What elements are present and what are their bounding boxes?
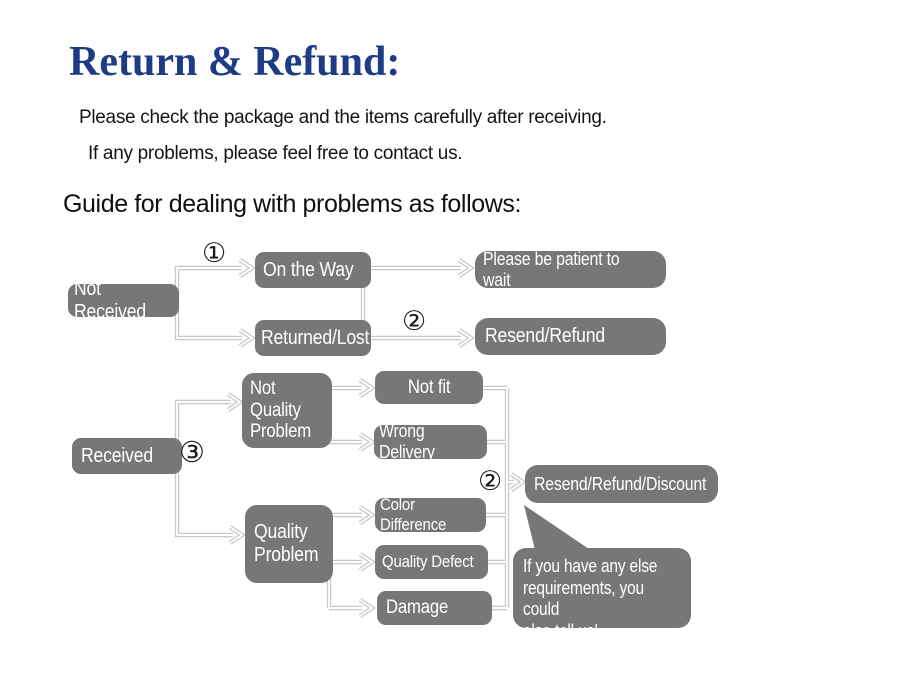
node-resend-refund-discount: Resend/Refund/Discount <box>525 465 718 503</box>
intro-line-2: If any problems, please feel free to con… <box>88 143 463 164</box>
node-color-difference: Color Difference <box>375 495 486 534</box>
callout-text: If you have any else requirements, you c… <box>523 556 658 641</box>
circled-number-2-top: ② <box>402 306 427 337</box>
circled-number-3: ③ <box>179 435 205 469</box>
intro-line-1: Please check the package and the items c… <box>79 107 607 128</box>
node-label: Not Quality Problem <box>250 377 312 443</box>
circled-number-2-bottom: ② <box>478 466 503 497</box>
node-label: Not fit <box>407 376 451 398</box>
circled-number-1: ① <box>202 238 227 269</box>
node-label: Quality Problem <box>254 521 319 566</box>
callout-tail <box>524 505 589 554</box>
node-label: Damage <box>386 597 449 619</box>
node-label: Please be patient to wait <box>483 248 620 290</box>
node-resend-refund: Resend/Refund <box>475 318 666 355</box>
node-not-received: Not Received <box>68 278 179 323</box>
node-label: Resend/Refund <box>485 325 606 347</box>
node-label: On the Way <box>263 258 354 281</box>
node-not-fit: Not fit <box>375 371 483 404</box>
node-please-be-patient: Please be patient to wait <box>475 248 666 290</box>
callout-bubble: If you have any else requirements, you c… <box>513 548 691 641</box>
guide-heading: Guide for dealing with problems as follo… <box>63 190 522 218</box>
page-title: Return & Refund: <box>69 39 401 85</box>
node-label: Not Received <box>74 277 146 323</box>
node-on-the-way: On the Way <box>255 252 371 288</box>
node-label: Color Difference <box>380 495 447 534</box>
node-label: Resend/Refund/Discount <box>534 473 707 494</box>
node-wrong-delivery: Wrong Delivery <box>374 421 487 462</box>
node-label: Returned/Lost <box>261 326 370 349</box>
node-returned-lost: Returned/Lost <box>255 320 371 356</box>
node-quality-defect: Quality Defect <box>375 545 488 579</box>
node-label: Quality Defect <box>382 552 474 572</box>
node-not-quality-problem: Not Quality Problem <box>242 373 332 448</box>
node-label: Wrong Delivery <box>379 421 435 462</box>
node-quality-problem: Quality Problem <box>245 505 333 583</box>
node-label: Received <box>81 444 153 467</box>
node-received: Received <box>72 438 182 474</box>
node-damage: Damage <box>377 591 492 625</box>
